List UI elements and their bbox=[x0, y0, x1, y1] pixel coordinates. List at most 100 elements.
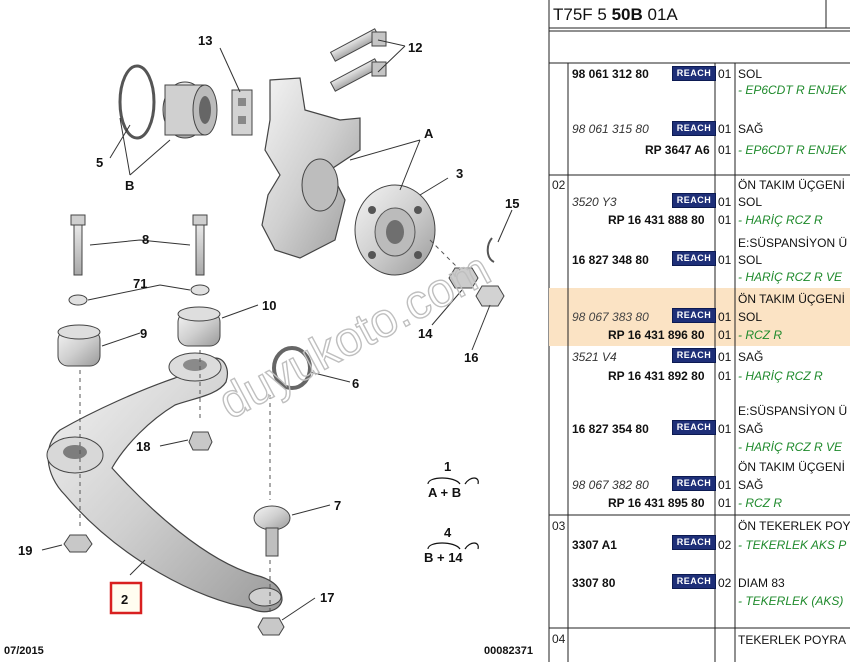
callout-2: 2 bbox=[121, 592, 128, 607]
seal-ring-part bbox=[272, 346, 312, 390]
part-note: - EP6CDT R ENJEK bbox=[738, 83, 847, 97]
part-desc: SAĞ bbox=[738, 350, 764, 364]
callout-18: 18 bbox=[136, 439, 150, 454]
part-ref[interactable]: RP 16 431 892 80 bbox=[608, 369, 705, 383]
callout-3: 3 bbox=[456, 166, 463, 181]
reach-badge: REACH bbox=[672, 476, 716, 491]
callout-10: 10 bbox=[262, 298, 276, 313]
leader-lines bbox=[41, 39, 513, 621]
callout-19: 19 bbox=[18, 543, 32, 558]
part-qty: 01 bbox=[718, 328, 732, 342]
callout-14: 14 bbox=[418, 326, 433, 341]
part-desc: SAĞ bbox=[738, 122, 764, 136]
part-desc: E:SÜSPANSİYON Ü bbox=[738, 236, 848, 250]
part-qty: 01 bbox=[718, 122, 732, 136]
callout-15: 15 bbox=[505, 196, 519, 211]
reach-badge: REACH bbox=[672, 574, 716, 589]
part-note: - HARİÇ RCZ R bbox=[738, 369, 823, 383]
group-number-04: 04 bbox=[552, 632, 566, 646]
part-qty: 01 bbox=[718, 369, 732, 383]
part-note: - HARİÇ RCZ R bbox=[738, 213, 823, 227]
callout-8: 8 bbox=[142, 232, 149, 247]
part-desc: SOL bbox=[738, 67, 763, 81]
part-ref[interactable]: 3521 V4 bbox=[572, 350, 617, 364]
part-desc: ÖN TAKIM ÜÇGENİ bbox=[738, 178, 845, 192]
part-ref[interactable]: 16 827 354 80 bbox=[572, 422, 649, 436]
bolt-12-part bbox=[329, 28, 387, 92]
part-desc: ÖN TEKERLEK POY bbox=[738, 519, 850, 533]
snap-ring-part bbox=[118, 64, 156, 140]
reach-badge: REACH bbox=[672, 193, 716, 208]
reach-badge: REACH bbox=[672, 251, 716, 266]
part-desc: ÖN TAKIM ÜÇGENİ bbox=[738, 292, 845, 306]
bolt-8-part bbox=[70, 214, 208, 276]
reach-badge: REACH bbox=[672, 66, 716, 81]
part-note: - RCZ R bbox=[738, 496, 782, 510]
part-qty: 01 bbox=[718, 143, 732, 157]
part-desc: SOL bbox=[738, 310, 763, 324]
part-qty: 02 bbox=[718, 576, 732, 590]
part-ref[interactable]: 98 061 312 80 bbox=[572, 67, 649, 81]
callout-7: 7 bbox=[334, 498, 341, 513]
callout-16: 16 bbox=[464, 350, 478, 365]
part-qty: 02 bbox=[718, 538, 732, 552]
part-desc: SAĞ bbox=[738, 422, 764, 436]
callout-13: 13 bbox=[198, 33, 212, 48]
part-ref[interactable]: 16 827 348 80 bbox=[572, 253, 649, 267]
part-qty: 01 bbox=[718, 350, 732, 364]
diagram-canvas: 13 12 5 B A 3 8 15 71 10 9 14 16 6 18 1 … bbox=[18, 28, 519, 636]
callout-labels: 13 12 5 B A 3 8 15 71 10 9 14 16 6 18 1 … bbox=[18, 33, 519, 605]
callout-2-box[interactable] bbox=[109, 581, 143, 615]
part-desc: TEKERLEK POYRA bbox=[738, 633, 847, 647]
part-ref[interactable]: 98 061 315 80 bbox=[572, 122, 649, 136]
part-note: - TEKERLEK AKS P bbox=[738, 538, 847, 552]
part-note: - TEKERLEK (AKS) bbox=[738, 594, 844, 608]
sensor-bracket-part bbox=[231, 89, 253, 136]
exploded-parts-diagram: 13 12 5 B A 3 8 15 71 10 9 14 16 6 18 1 … bbox=[4, 28, 533, 657]
part-qty: 01 bbox=[718, 496, 732, 510]
callout-5: 5 bbox=[96, 155, 103, 170]
group-number-03: 03 bbox=[552, 519, 566, 533]
part-desc: ÖN TAKIM ÜÇGENİ bbox=[738, 460, 845, 474]
part-ref[interactable]: 98 067 382 80 bbox=[572, 478, 649, 492]
diagram-date: 07/2015 bbox=[4, 645, 44, 657]
part-qty: 01 bbox=[718, 213, 732, 227]
callout-b-plus-14: B + 14 bbox=[424, 550, 463, 565]
catalog-code-title: T75F 5 50B 01A bbox=[553, 5, 678, 24]
part-note: - HARİÇ RCZ R VE bbox=[738, 440, 843, 454]
reach-badge: REACH bbox=[672, 348, 716, 363]
part-desc: SOL bbox=[738, 195, 763, 209]
part-ref[interactable]: RP 3647 A6 bbox=[645, 143, 710, 157]
wheel-hub-part bbox=[354, 184, 436, 276]
part-ref[interactable]: RP 16 431 895 80 bbox=[608, 496, 705, 510]
callout-71: 71 bbox=[133, 276, 147, 291]
callout-17: 17 bbox=[320, 590, 334, 605]
wheel-bearing-part bbox=[162, 81, 218, 139]
part-qty: 01 bbox=[718, 422, 732, 436]
bushing-10-part bbox=[177, 306, 221, 347]
part-note: - HARİÇ RCZ R VE bbox=[738, 270, 843, 284]
part-qty: 01 bbox=[718, 310, 732, 324]
part-ref[interactable]: 3520 Y3 bbox=[572, 195, 617, 209]
callout-12: 12 bbox=[408, 40, 422, 55]
part-ref[interactable]: 3307 A1 bbox=[572, 538, 617, 552]
part-ref[interactable]: 98 067 383 80 bbox=[572, 310, 649, 324]
reach-badge: REACH bbox=[672, 420, 716, 435]
bushing-9-part bbox=[57, 324, 101, 367]
part-ref[interactable]: 3307 80 bbox=[572, 576, 616, 590]
reach-badge: REACH bbox=[672, 121, 716, 136]
parts-list-panel: T75F 5 50B 01A 02 03 04 98 061 312 80 RE… bbox=[545, 0, 850, 662]
group-number-02: 02 bbox=[552, 178, 566, 192]
part-desc: E:SÜSPANSİYON Ü bbox=[738, 404, 848, 418]
part-qty: 01 bbox=[718, 478, 732, 492]
part-ref[interactable]: RP 16 431 888 80 bbox=[608, 213, 705, 227]
callout-a-plus-b: A + B bbox=[428, 485, 461, 500]
part-ref[interactable]: RP 16 431 896 80 bbox=[608, 328, 705, 342]
callout-1: 1 bbox=[444, 459, 451, 474]
reach-badge: REACH bbox=[672, 308, 716, 323]
ball-joint-part bbox=[253, 505, 291, 557]
part-qty: 01 bbox=[718, 195, 732, 209]
callout-A: A bbox=[424, 126, 434, 141]
diagram-ref-number: 00082371 bbox=[484, 645, 533, 657]
callout-9: 9 bbox=[140, 326, 147, 341]
